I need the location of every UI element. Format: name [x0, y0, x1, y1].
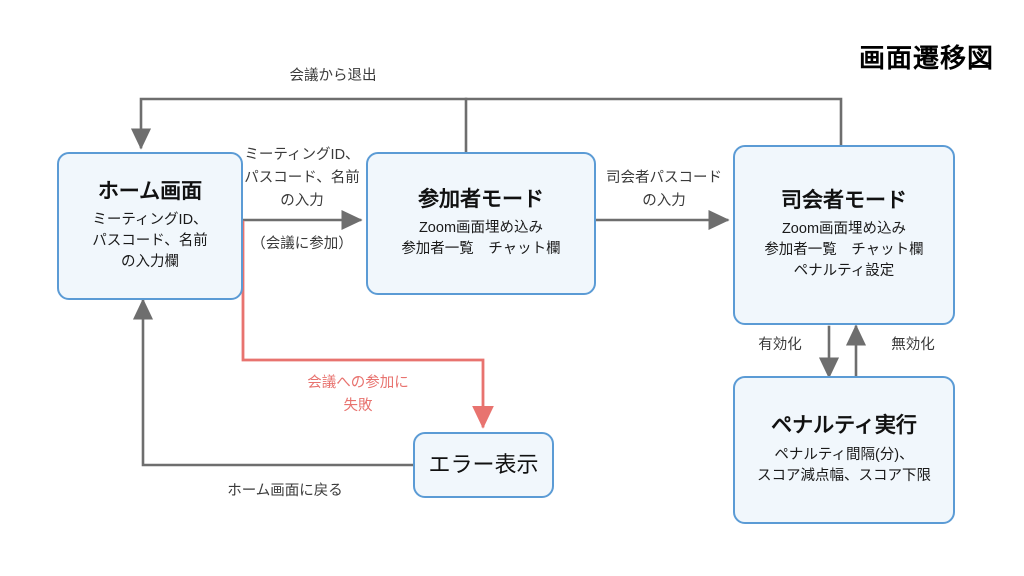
node-home-screen-line-2: パスコード、名前	[92, 233, 208, 250]
node-penalty-execution-title: ペナルティ実行	[771, 414, 917, 438]
edge-label-join-failure-line-2: 失敗	[343, 398, 373, 414]
node-penalty-execution[interactable]: ペナルティ実行 ペナルティ間隔(分)、 スコア減点幅、スコア下限	[733, 376, 955, 524]
node-host-mode-line-1: Zoom画面埋め込み	[781, 221, 907, 238]
edge-label-join-meeting: （会議に参加）	[251, 236, 353, 252]
edge-label-join-input-line-2: パスコード、名前	[244, 170, 360, 186]
node-participant-mode-line-1: Zoom画面埋め込み	[418, 220, 544, 237]
node-host-mode-line-3: ペナルティ設定	[793, 263, 895, 280]
node-host-mode-line-2: 参加者一覧 チャット欄	[764, 242, 924, 259]
edge-label-host-passcode-line-2: の入力	[642, 193, 686, 209]
node-participant-mode-line-2: 参加者一覧 チャット欄	[401, 241, 561, 258]
edge-home-to-error-failure	[241, 220, 494, 429]
node-home-screen-line-3: の入力欄	[121, 254, 179, 271]
node-penalty-execution-line-2: スコア減点幅、スコア下限	[757, 467, 931, 484]
node-home-screen-line-1: ミーティングID、	[92, 212, 208, 229]
edge-label-join-input-line-3: の入力	[280, 193, 324, 209]
node-error-display[interactable]: エラー表示	[413, 432, 554, 498]
node-home-screen[interactable]: ホーム画面 ミーティングID、 パスコード、名前 の入力欄	[57, 152, 243, 300]
node-home-screen-title: ホーム画面	[97, 179, 203, 203]
edge-leave-meeting	[130, 97, 843, 150]
edge-label-leave-meeting: 会議から退出	[289, 68, 377, 84]
node-penalty-execution-line-1: ペナルティ間隔(分)、	[774, 446, 914, 463]
node-host-mode-title: 司会者モード	[781, 188, 907, 212]
node-participant-mode[interactable]: 参加者モード Zoom画面埋め込み 参加者一覧 チャット欄	[366, 152, 596, 295]
node-error-display-title: エラー表示	[428, 451, 539, 477]
node-participant-mode-title: 参加者モード	[418, 187, 544, 211]
edge-label-disable: 無効化	[891, 337, 935, 353]
edge-label-join-failure-line-1: 会議への参加に	[307, 375, 409, 391]
edge-label-back-to-home: ホーム画面に戻る	[227, 483, 343, 499]
edge-label-join-input-line-1: ミーティングID、	[244, 147, 360, 163]
node-host-mode[interactable]: 司会者モード Zoom画面埋め込み 参加者一覧 チャット欄 ペナルティ設定	[733, 145, 955, 325]
page-title: 画面遷移図	[858, 43, 994, 73]
edge-label-enable: 有効化	[758, 337, 802, 353]
edge-label-host-passcode-line-1: 司会者パスコード	[606, 170, 722, 186]
edge-error-to-home	[132, 298, 414, 467]
